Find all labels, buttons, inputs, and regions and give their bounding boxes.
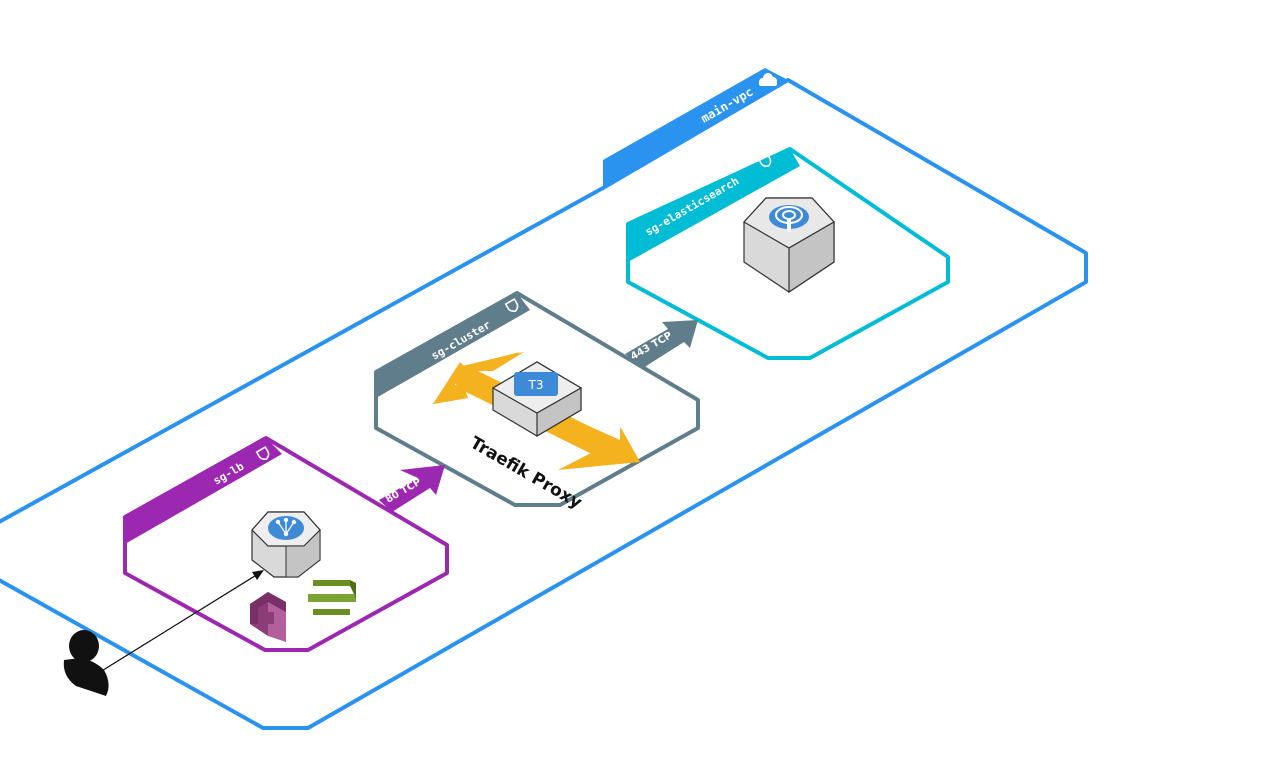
user-connection — [99, 570, 264, 673]
user-icon — [63, 630, 109, 696]
shield-icon — [757, 152, 772, 167]
sg-elasticsearch-group: sg-elasticsearch — [626, 147, 950, 360]
flow-80-arrow: 80 TCP — [379, 465, 445, 512]
sg-cluster-header — [376, 293, 530, 398]
sg-lb-group: sg-lb — [123, 436, 449, 652]
svg-text:T3: T3 — [528, 378, 544, 392]
sg-elasticsearch-header — [628, 149, 800, 262]
traefik-icon: T3 — [491, 361, 583, 438]
shield-icon — [255, 445, 270, 460]
alb-icon — [308, 580, 356, 615]
load-balancer-icon — [251, 511, 321, 578]
cloud-icon — [759, 73, 777, 86]
flow-443-arrow: 443 TCP — [625, 320, 698, 368]
sg-lb-header — [125, 438, 282, 544]
vpc-tab — [603, 68, 788, 188]
elasticsearch-icon — [743, 197, 835, 294]
shield-icon — [504, 297, 519, 312]
vpc-boundary — [0, 78, 1088, 730]
cognito-icon — [250, 592, 286, 642]
